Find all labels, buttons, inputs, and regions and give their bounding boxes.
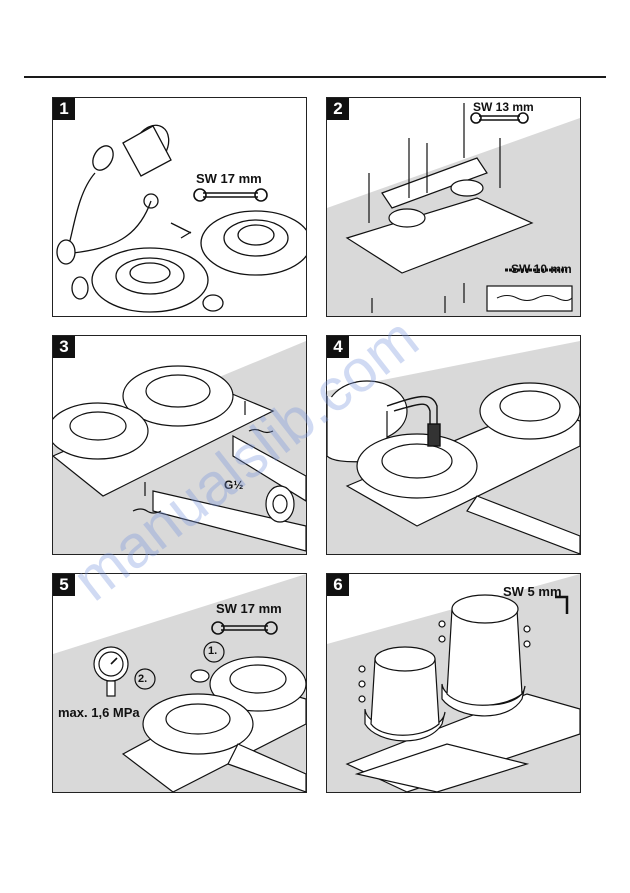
wrench-size-label: SW 17 mm	[216, 601, 282, 616]
wrench-size-label-bottom: SW 10 mm	[511, 262, 572, 276]
step-two-marker: 2.	[138, 673, 148, 685]
cable-installation-illustration	[327, 336, 580, 554]
step-number: 3	[53, 336, 75, 358]
step-number: 2	[327, 98, 349, 120]
step-number: 4	[327, 336, 349, 358]
step-panel-6: 6 SW 5 mm	[326, 573, 581, 793]
step-panel-4: 4	[326, 335, 581, 555]
step-one-marker: 1.	[208, 645, 218, 657]
hex-key-size-label: SW 5 mm	[503, 584, 562, 599]
cover-installation-illustration	[327, 574, 580, 792]
header-rule	[24, 76, 606, 78]
pressure-test-illustration	[53, 574, 306, 792]
mounting-plate-illustration	[327, 98, 580, 313]
wrench-size-label: SW 17 mm	[196, 171, 262, 186]
step-panel-1: 1 SW 17 mm	[52, 97, 307, 317]
pipe-connection-illustration	[53, 336, 306, 552]
thread-size-label: G½	[224, 478, 244, 492]
connection-pieces-illustration	[56, 124, 306, 313]
step-panel-3: 3 G½	[52, 335, 307, 555]
step-number: 5	[53, 574, 75, 596]
max-pressure-label: max. 1,6 MPa	[58, 705, 140, 720]
step-panel-2: 2 SW 13 mm SW 10 mm	[326, 97, 581, 317]
step-panel-5: 5 SW 17 mm 1. 2. max. 1,6 MPa	[52, 573, 307, 793]
wrench-size-label-top: SW 13 mm	[473, 100, 534, 114]
step-number: 6	[327, 574, 349, 596]
step-number: 1	[53, 98, 75, 120]
